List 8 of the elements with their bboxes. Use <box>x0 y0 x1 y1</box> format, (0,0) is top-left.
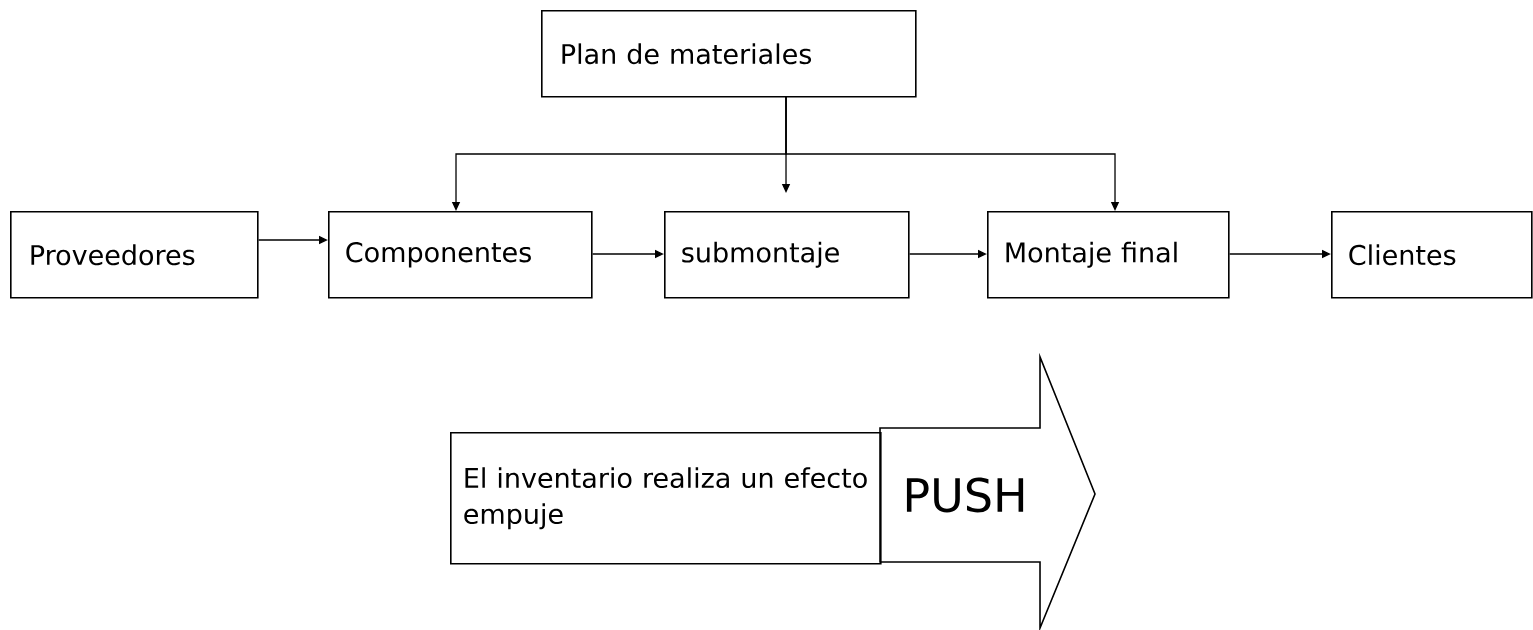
arrow <box>785 95 1120 211</box>
process-box: Proveedores <box>10 211 259 299</box>
process-box: Montaje final <box>987 211 1230 299</box>
process-box: Clientes <box>1331 211 1533 299</box>
process-box: Plan de materiales <box>541 10 917 98</box>
text-box: El inventario realiza un efecto empuje <box>450 432 882 565</box>
process-box: Componentes <box>328 211 593 299</box>
process-box: submontaje <box>664 211 910 299</box>
